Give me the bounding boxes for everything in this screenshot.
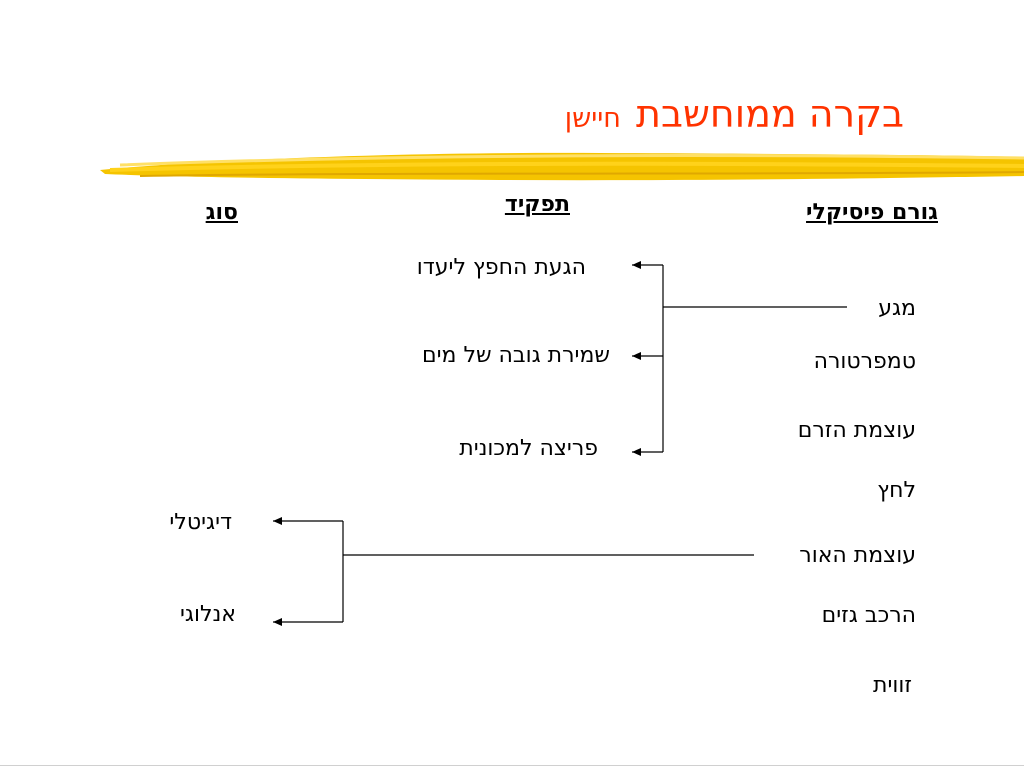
- brush-stroke-divider: [100, 152, 1024, 181]
- role-water-level: שמירת גובה של מים: [421, 343, 610, 368]
- type-digital: דיגיטלי: [169, 510, 232, 535]
- header-physical-factor: גורם פיסיקלי: [806, 200, 938, 225]
- factor-gas: הרכב גזים: [821, 603, 916, 628]
- factor-temperature: טמפרטורה: [813, 349, 916, 374]
- footer-divider: [0, 765, 1024, 766]
- title-main: בקרה ממוחשבת: [636, 92, 904, 136]
- header-role: תפקיד: [504, 192, 570, 217]
- factor-light: עוצמת האור: [799, 543, 916, 568]
- factor-touch: מגע: [878, 296, 916, 321]
- factor-angle: זווית: [873, 673, 912, 698]
- factor-current: עוצמת הזרם: [797, 418, 916, 443]
- role-object-reach: הגעת החפץ ליעדו: [416, 255, 586, 280]
- title-sub: חיישן: [564, 103, 621, 134]
- role-car-breakin: פריצה למכונית: [459, 436, 598, 461]
- slide-title: בקרה ממוחשבת חיישן: [565, 92, 904, 136]
- header-type: סוג: [205, 200, 238, 225]
- type-analog: אנלוגי: [180, 602, 236, 627]
- factor-pressure: לחץ: [877, 478, 916, 503]
